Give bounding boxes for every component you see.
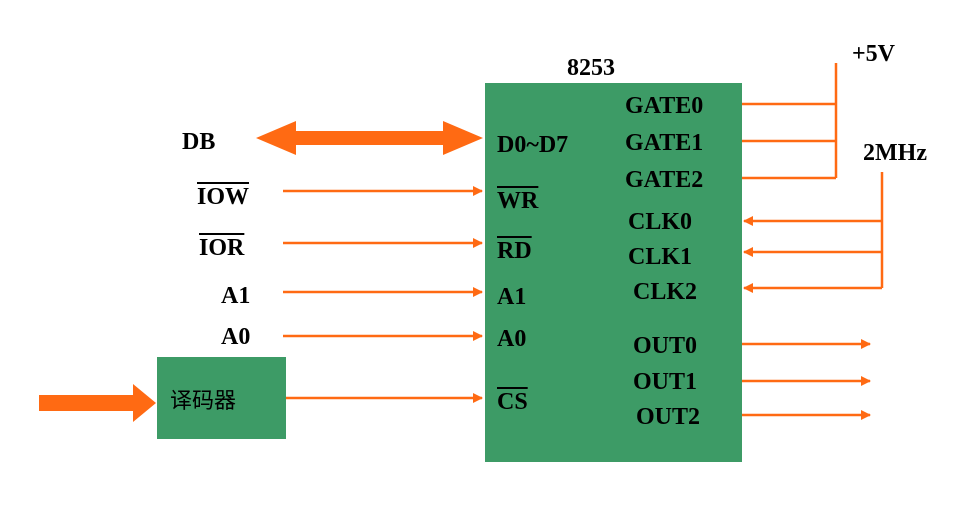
pin-out0: OUT0 — [633, 333, 698, 359]
signal-a0: A0 — [221, 324, 251, 350]
pin-clk2: CLK2 — [633, 279, 698, 305]
decoder-block — [157, 357, 286, 439]
signal-db: DB — [182, 129, 216, 155]
pin-out2: OUT2 — [636, 404, 701, 430]
pin-gate0: GATE0 — [625, 93, 704, 119]
pin-rd: RD — [497, 238, 532, 264]
pin-clk0: CLK0 — [628, 209, 693, 235]
pin-cs: CS — [497, 389, 528, 415]
pin-clk1: CLK1 — [628, 244, 693, 270]
pin-gate2: GATE2 — [625, 167, 704, 193]
decoder-label: 译码器 — [170, 389, 237, 414]
signal-iow: IOW — [197, 184, 250, 210]
chip-title: 8253 — [567, 55, 615, 81]
pin-gate1: GATE1 — [625, 130, 704, 156]
chip-8253 — [485, 83, 742, 462]
pin-out1: OUT1 — [633, 369, 698, 395]
pin-wr: WR — [497, 188, 539, 214]
signal-ior: IOR — [199, 235, 245, 261]
supply-vcc: +5V — [852, 41, 896, 67]
decoder-input-arrow — [39, 384, 156, 422]
pin-a0: A0 — [497, 326, 527, 352]
signal-a1: A1 — [221, 283, 251, 309]
pin-a1: A1 — [497, 284, 527, 310]
data-bus-arrow — [256, 121, 483, 155]
pin-d0-d7: D0~D7 — [497, 132, 569, 158]
supply-clock: 2MHz — [863, 140, 927, 166]
